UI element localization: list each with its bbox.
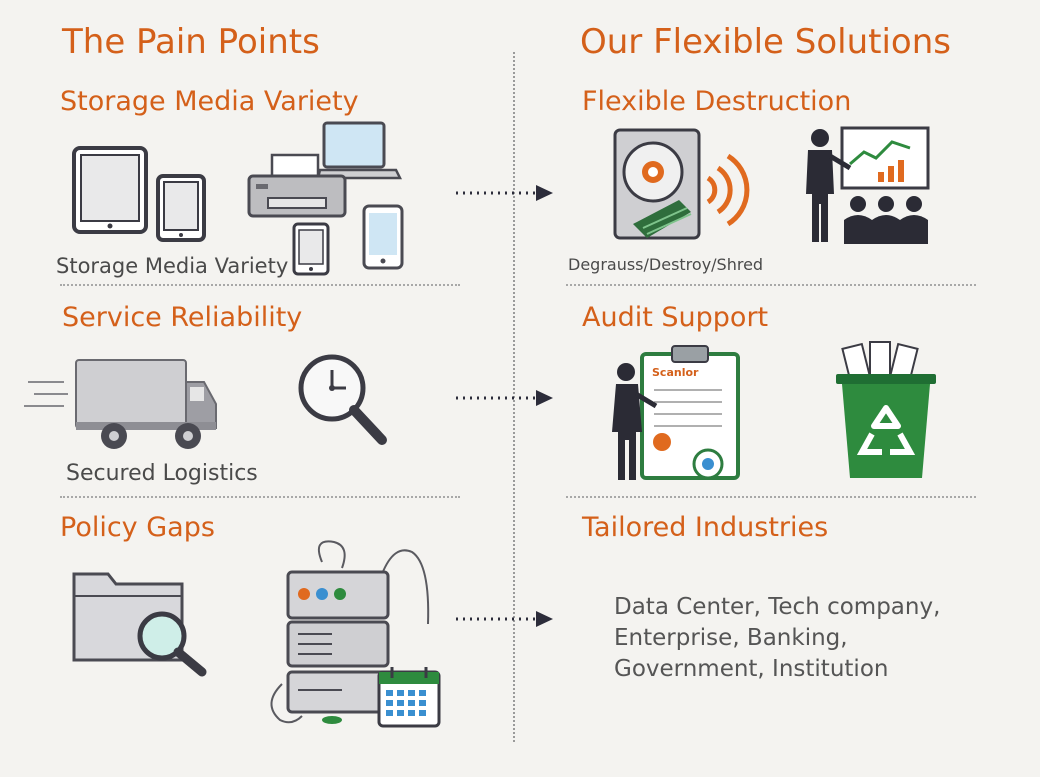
storage-media-title: Storage Media Variety <box>60 86 359 117</box>
truck-icon <box>24 359 217 449</box>
industries-list: Data Center, Tech company, Enterprise, B… <box>614 594 941 682</box>
pain-points-title: The Pain Points <box>62 22 320 62</box>
tablet-icon <box>72 146 148 234</box>
arrow-reliability-to-audit <box>456 390 553 406</box>
printer-icon <box>247 153 347 218</box>
right-row2-divider <box>566 496 976 498</box>
server-rack-icon <box>270 540 430 724</box>
left-row2-divider <box>60 496 460 498</box>
signal-waves-icon <box>706 153 750 227</box>
recycle-bin-icon <box>836 341 936 478</box>
clipboard-label: Scanlor <box>652 366 699 379</box>
right-row1-divider <box>566 284 976 286</box>
policy-gaps-title: Policy Gaps <box>60 512 215 543</box>
secured-logistics-caption: Secured Logistics <box>66 461 258 486</box>
arrow-storage-to-destruction <box>456 185 553 201</box>
flexible-destruction-title: Flexible Destruction <box>582 86 852 117</box>
center-divider <box>513 52 515 742</box>
presentation-icon <box>806 126 930 244</box>
solutions-title: Our Flexible Solutions <box>580 22 951 62</box>
service-reliability-title: Service Reliability <box>62 302 303 333</box>
audit-support-title: Audit Support <box>582 302 769 333</box>
laptop-icon <box>318 121 402 180</box>
arrow-policy-to-industries <box>456 611 553 627</box>
small-phone-icon <box>292 222 330 276</box>
calendar-icon <box>377 667 441 728</box>
small-tablet-icon <box>156 174 206 242</box>
auditor-clipboard-icon <box>612 345 740 480</box>
hard-drive-icon <box>613 128 701 240</box>
tailored-industries-title: Tailored Industries <box>582 512 829 543</box>
folder-magnifier-icon <box>72 572 207 677</box>
phone-icon <box>362 204 404 270</box>
storage-media-caption: Storage Media Variety <box>56 254 289 278</box>
clock-magnifier-icon <box>298 354 387 445</box>
left-row1-divider <box>60 284 460 286</box>
destruction-caption: Degrauss/Destroy/Shred <box>568 255 764 274</box>
